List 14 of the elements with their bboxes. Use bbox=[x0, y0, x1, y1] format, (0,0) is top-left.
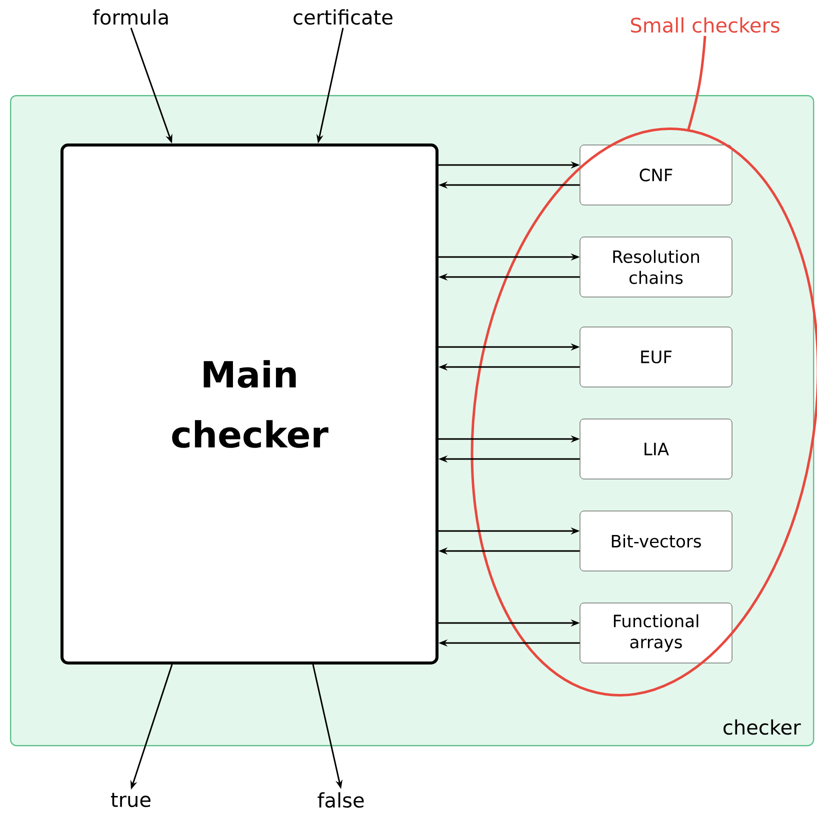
process-box: EUF bbox=[580, 326, 732, 388]
label-text: Small checkers bbox=[630, 17, 780, 33]
label-text: false bbox=[318, 792, 364, 808]
label-text: formula bbox=[92, 9, 168, 25]
leader-line bbox=[686, 36, 706, 132]
process-box: Functional arrays bbox=[580, 602, 732, 664]
process-box: CNF bbox=[580, 144, 732, 206]
process-box: Resolution chains bbox=[580, 236, 732, 298]
process-box: Main checker bbox=[60, 144, 438, 664]
process-box: LIA bbox=[580, 418, 732, 480]
process-box: Bit-vectors bbox=[580, 510, 732, 572]
label-text: true bbox=[111, 792, 150, 808]
label-text: certificate bbox=[294, 9, 392, 25]
panel-title: checker bbox=[724, 719, 801, 735]
